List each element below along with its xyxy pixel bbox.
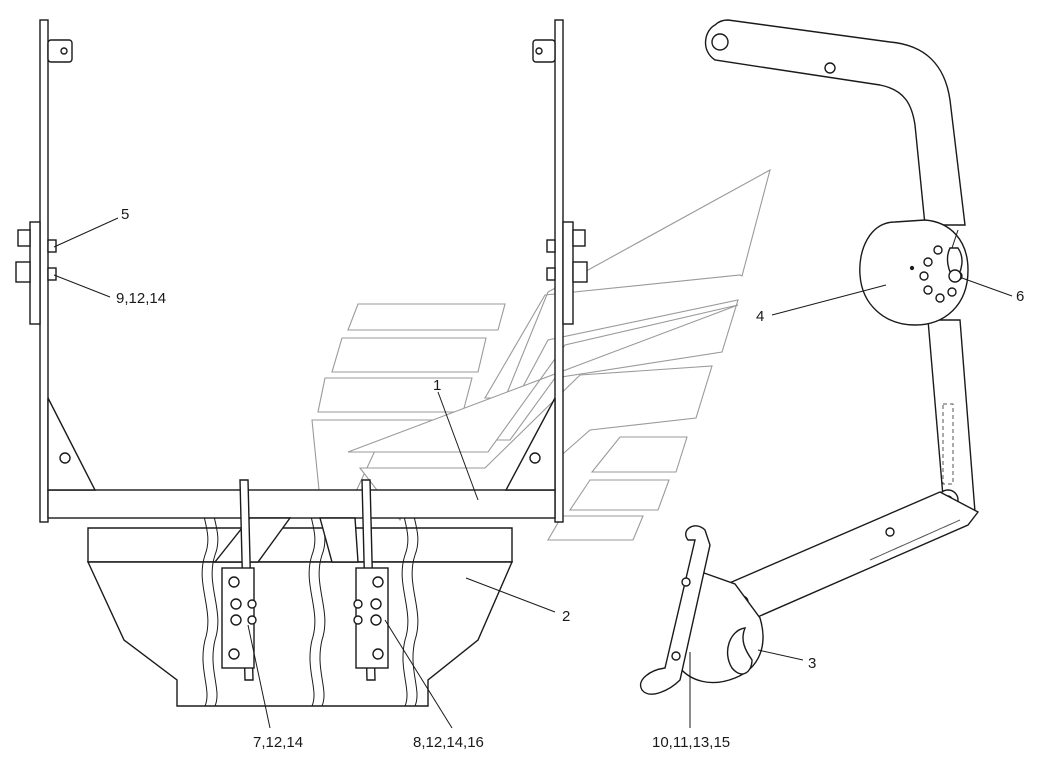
- clamp-bracket: [639, 525, 764, 695]
- right-knife-bracket: [353, 479, 389, 681]
- callout-10-11-13-15: 10,11,13,15: [652, 734, 730, 751]
- callout-3: 3: [808, 655, 816, 672]
- lever-arm: [704, 19, 976, 521]
- lynch-pin: [946, 229, 963, 283]
- callout-4: 4: [756, 308, 764, 325]
- callout-labels: 1 2 3 4 5 6 7,12,14 8,12,14,16 9,12,14 1…: [116, 206, 1024, 751]
- leader-lines: [53, 217, 1013, 729]
- hopper-body: [86, 489, 514, 707]
- callout-9-12-14: 9,12,14: [116, 290, 166, 307]
- right-mount-plate: [546, 221, 588, 325]
- callout-2: 2: [562, 608, 570, 625]
- callout-1: 1: [433, 377, 441, 394]
- adjustment-disc: [859, 219, 969, 326]
- callout-5: 5: [121, 206, 129, 223]
- callout-7-12-14: 7,12,14: [253, 734, 303, 751]
- callout-8-12-14-16: 8,12,14,16: [413, 734, 484, 751]
- callout-6: 6: [1016, 288, 1024, 305]
- left-mount-plate: [15, 221, 57, 325]
- left-knife-bracket: [221, 479, 257, 681]
